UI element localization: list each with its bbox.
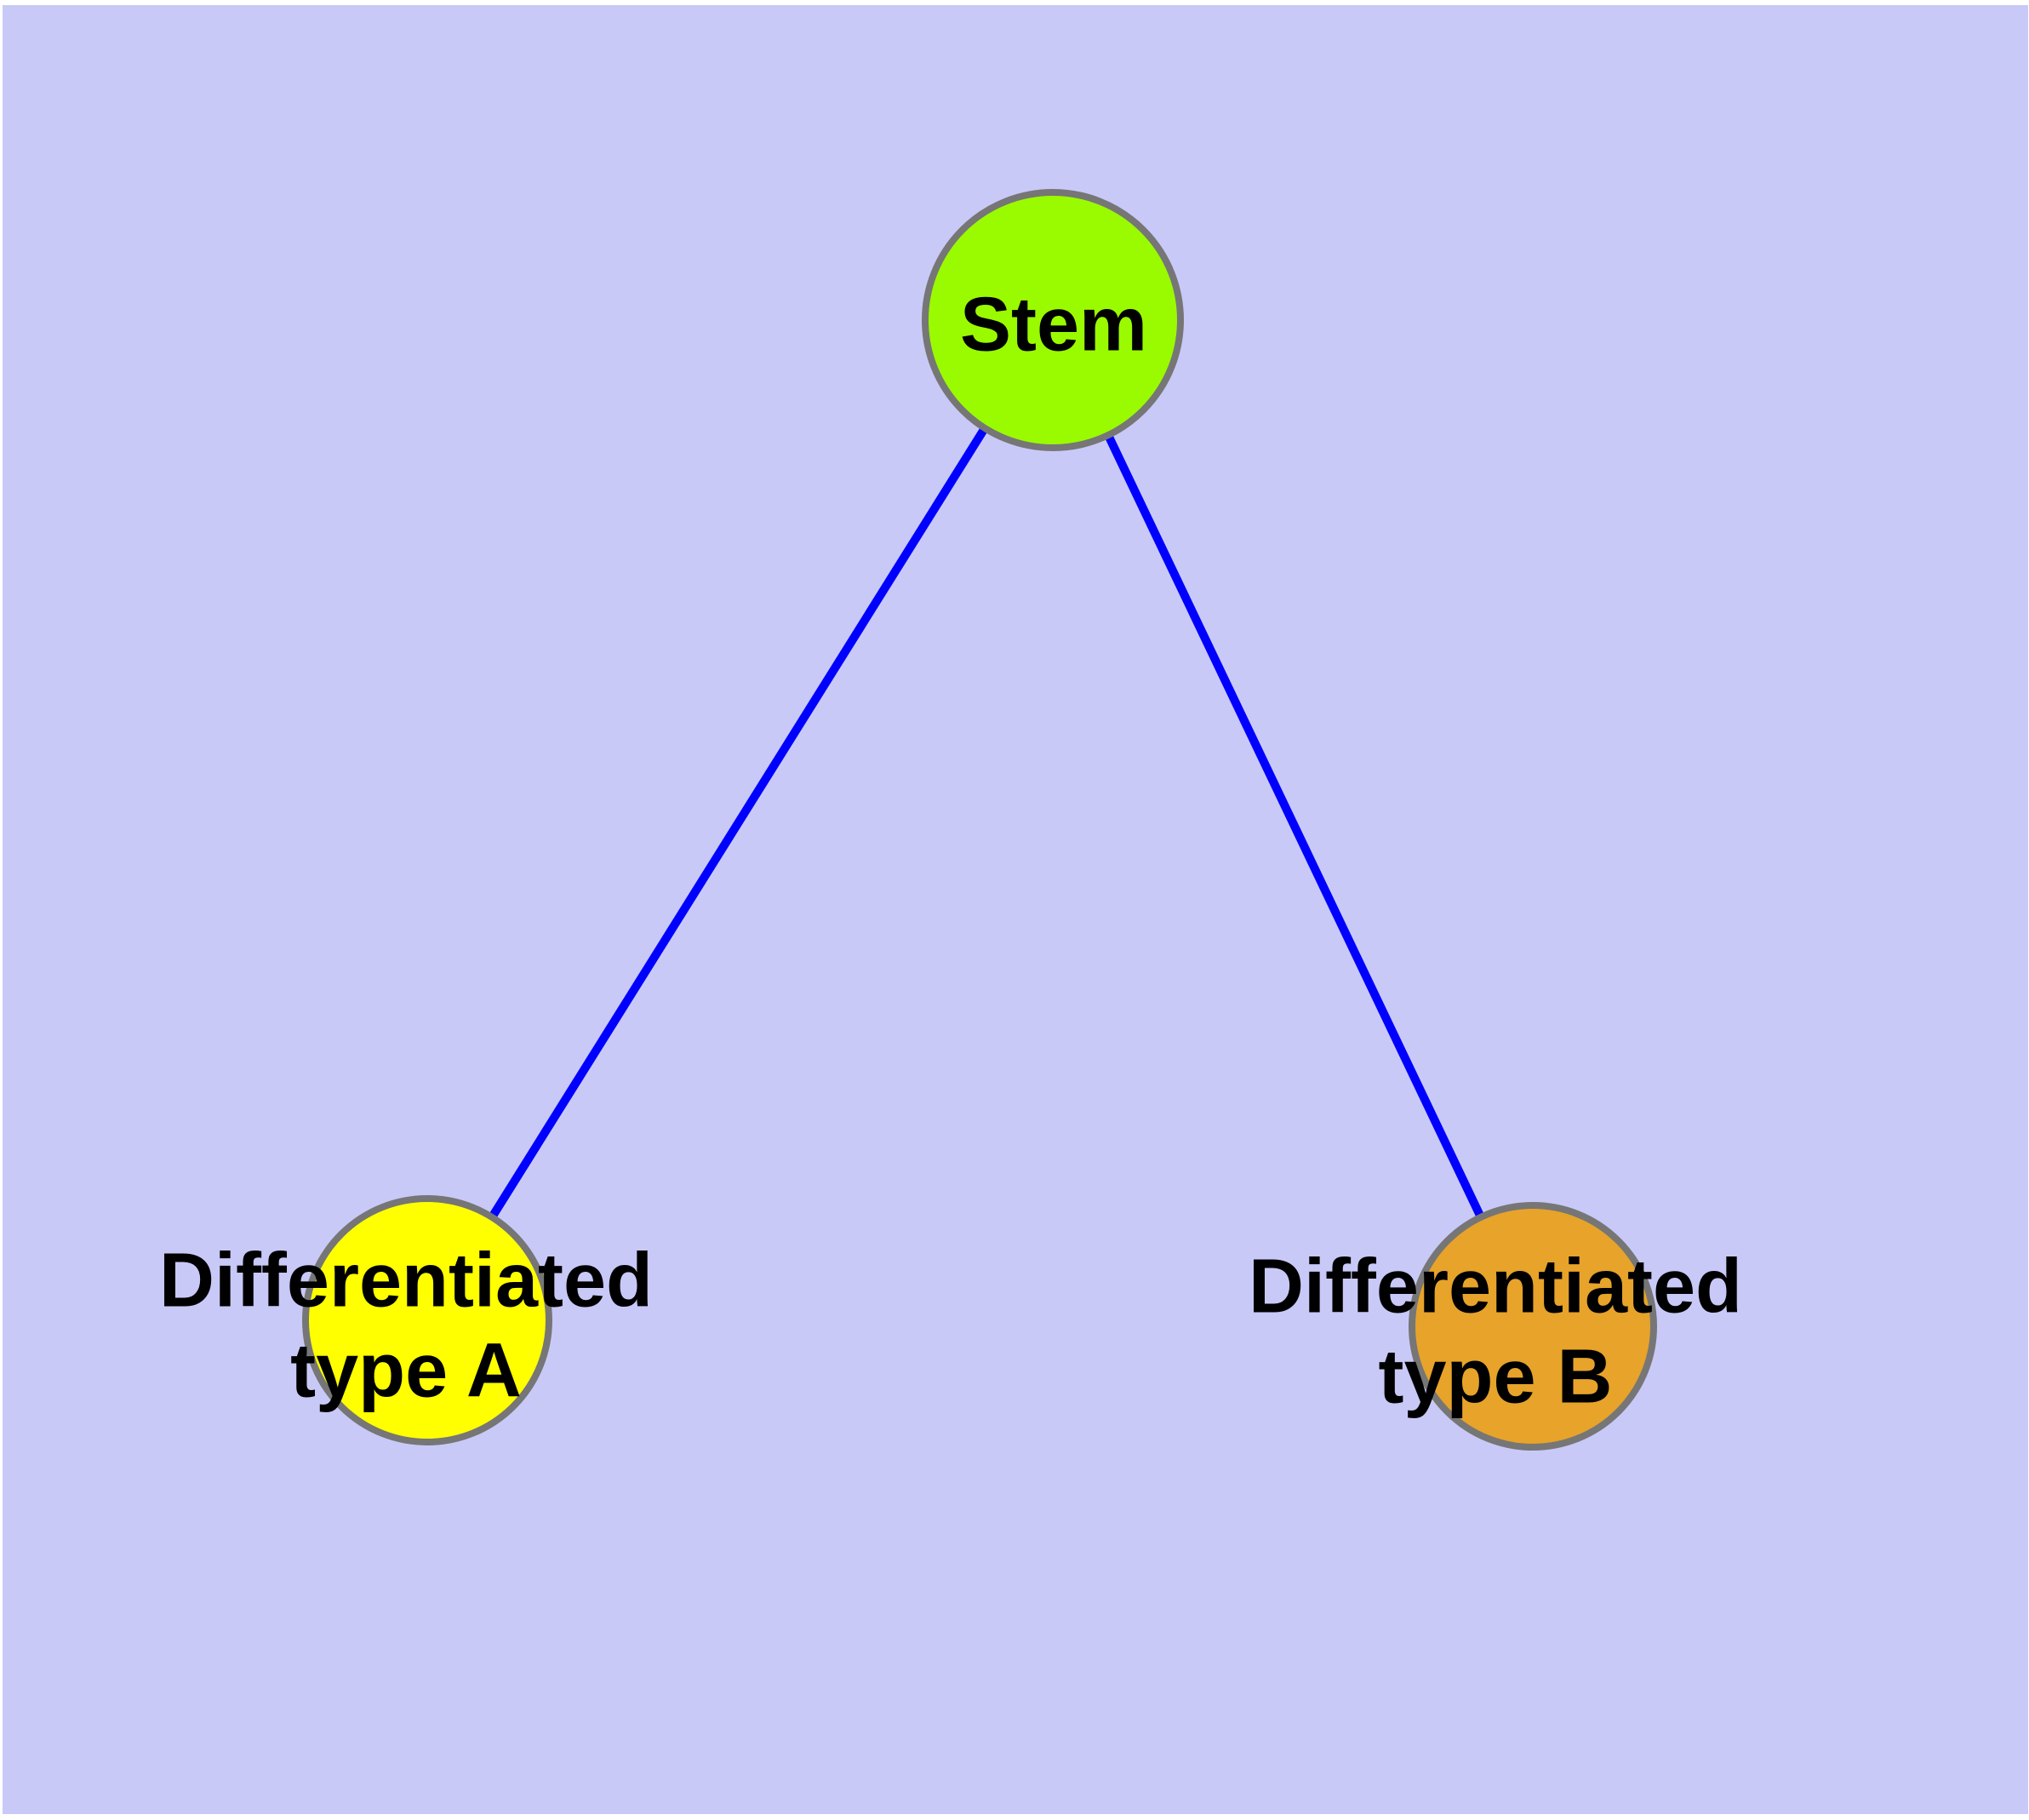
edge-stem-to-differentiated-type-b (1104, 432, 1485, 1220)
node-label-line: Stem (960, 283, 1147, 368)
node-label-line: type A (290, 1329, 522, 1414)
node-differentiated-type-a (302, 1195, 552, 1445)
node-label-line: Differentiated (159, 1239, 653, 1324)
node-differentiated-type-b (1409, 1202, 1657, 1451)
node-label-line: Differentiated (1249, 1245, 1742, 1330)
edge-stem-to-differentiated-type-a (488, 426, 989, 1220)
node-label-stem: Stem (960, 283, 1147, 368)
node-stem (922, 189, 1184, 451)
node-label-line: type B (1378, 1335, 1612, 1420)
